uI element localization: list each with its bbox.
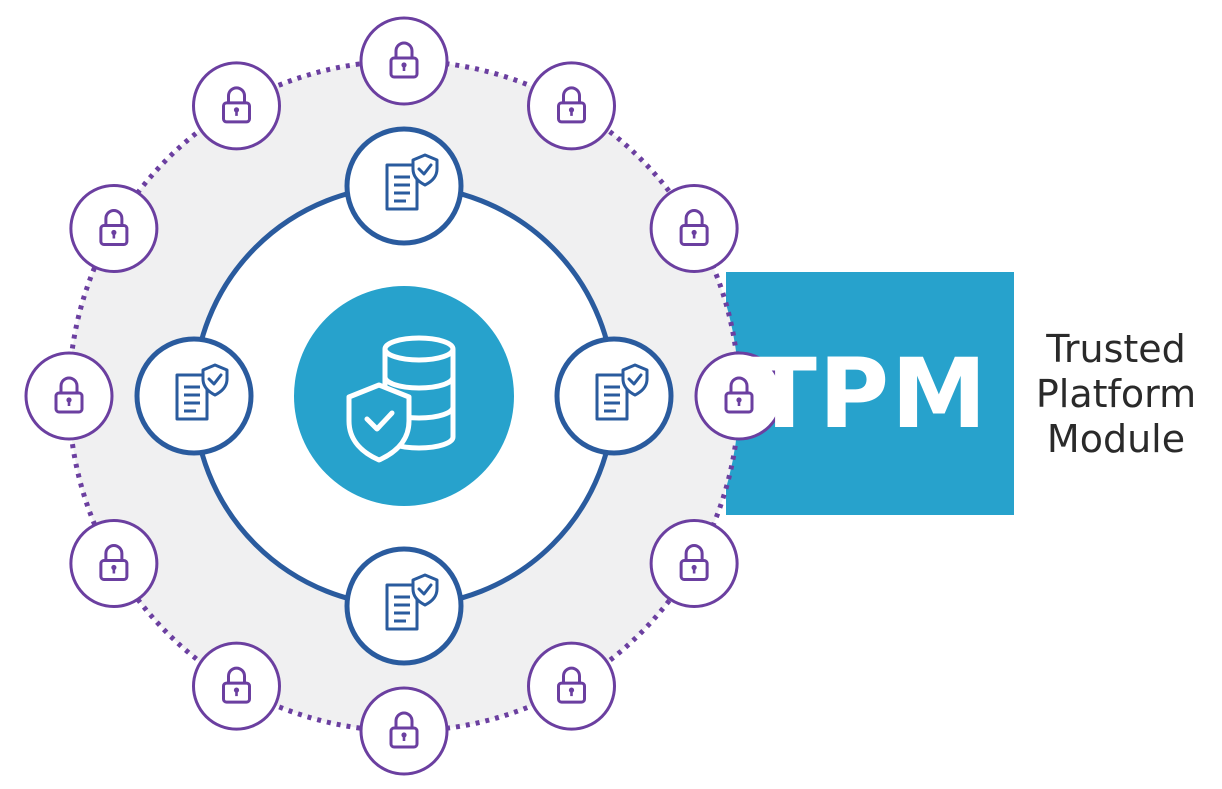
lock-node-circle <box>649 519 739 608</box>
document-node <box>134 336 254 456</box>
lock-node-circle <box>527 61 616 151</box>
lock-node <box>359 16 449 106</box>
caption-line-1: Trusted <box>1046 327 1186 371</box>
lock-node-circle <box>527 641 616 731</box>
lock-node <box>359 686 449 776</box>
lock-node <box>192 61 281 151</box>
lock-node-circle <box>192 641 281 731</box>
tpm-caption: Trusted Platform Module <box>1026 327 1206 462</box>
lock-node <box>69 519 159 608</box>
lock-node-circle <box>359 686 449 776</box>
lock-node-circle <box>69 519 159 608</box>
document-node <box>344 546 464 666</box>
tpm-acronym: TPM <box>751 337 989 450</box>
lock-node <box>649 184 739 273</box>
lock-node <box>69 184 159 273</box>
lock-node <box>527 641 616 731</box>
lock-node-circle <box>24 351 114 441</box>
lock-node <box>24 351 114 441</box>
lock-node-circle <box>649 184 739 273</box>
lock-node-circle <box>69 184 159 273</box>
document-node <box>554 336 674 456</box>
lock-node <box>192 641 281 731</box>
caption-line-3: Module <box>1046 417 1186 461</box>
caption-line-2: Platform <box>1035 372 1197 416</box>
lock-node <box>649 519 739 608</box>
lock-node-circle <box>192 61 281 151</box>
lock-node <box>694 351 784 441</box>
lock-node-circle <box>359 16 449 106</box>
lock-node-circle <box>694 351 784 441</box>
lock-node <box>527 61 616 151</box>
document-node <box>344 126 464 246</box>
